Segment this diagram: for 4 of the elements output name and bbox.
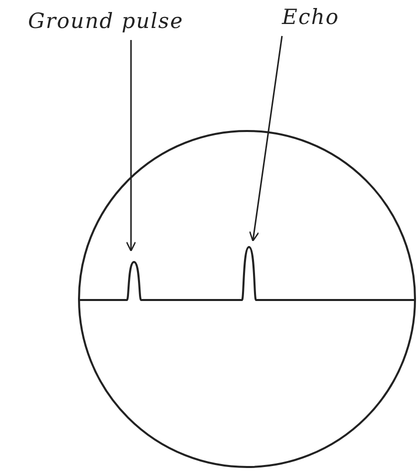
arrow [249,36,283,242]
label-text: Ground pulse [28,8,184,34]
label-text: Echo [282,4,340,30]
arrow [126,40,136,252]
